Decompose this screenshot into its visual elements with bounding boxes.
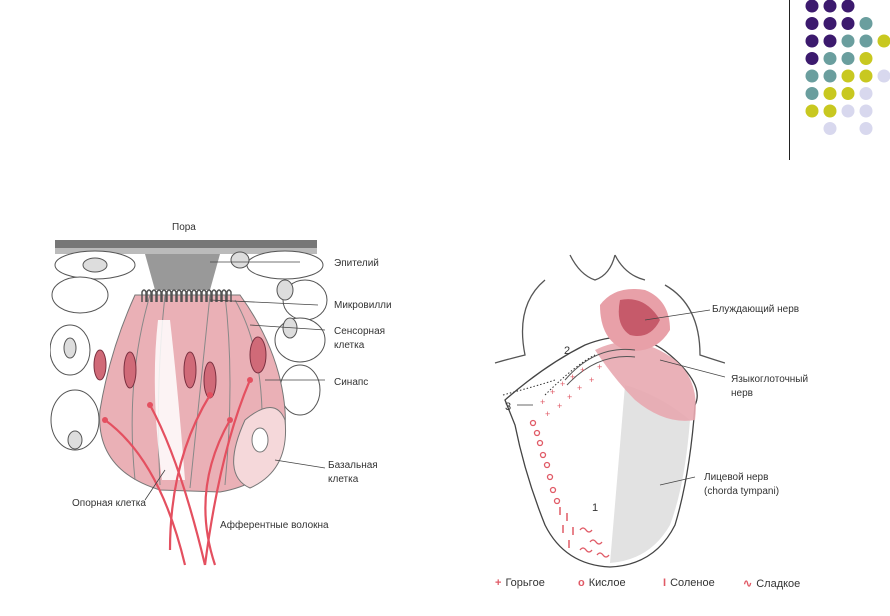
decor-dot: [859, 34, 873, 48]
label-pore: Пора: [172, 222, 196, 233]
vertical-divider-line: [789, 0, 790, 160]
legend-bitter: +Горьᴦое: [495, 577, 545, 589]
label-num-1: 1: [592, 502, 599, 514]
decor-dot: [805, 69, 819, 83]
label-microvilli: Микровилли: [334, 300, 392, 311]
svg-text:+: +: [560, 379, 565, 389]
label-synapse: Синапс: [334, 377, 369, 388]
svg-text:+: +: [577, 383, 582, 393]
label-basal-cell-2: клетка: [328, 474, 359, 485]
taste-bud-illustration: [50, 240, 328, 566]
decor-dot: [823, 34, 837, 48]
label-sensory-cell-2: клетка: [334, 340, 365, 351]
label-facial-2: (chorda tympani): [704, 486, 780, 497]
decor-dot: [823, 69, 837, 83]
sweet-wave-icon: ∿: [743, 578, 753, 590]
decor-dot: [859, 87, 873, 100]
decor-dot: [859, 69, 873, 83]
label-num-3: 3: [505, 401, 512, 413]
salty-bar-icon: I: [663, 577, 667, 589]
label-support-cell: Опорная клетка: [72, 498, 146, 509]
label-afferent-fibers: Афферентные волокна: [220, 520, 329, 531]
decor-dot: [823, 0, 837, 13]
decor-dot: [841, 17, 855, 30]
decor-dot: [805, 87, 819, 100]
svg-text:+: +: [545, 409, 550, 419]
bitter-plus-icon: +: [495, 577, 502, 589]
decor-dot: [823, 104, 837, 118]
decor-dot: [805, 104, 819, 118]
label-num-2: 2: [564, 345, 571, 357]
decor-dot: [823, 122, 837, 135]
svg-text:+: +: [597, 362, 602, 372]
tongue-taste-map: +++ +++ +++ ++: [494, 254, 725, 568]
decor-dot: [805, 52, 819, 65]
svg-text:+: +: [570, 372, 575, 382]
decorative-dot-grid: [805, 0, 890, 135]
svg-text:+: +: [589, 375, 594, 385]
label-epithelium: Эпителий: [334, 258, 379, 269]
decor-dot: [859, 122, 873, 135]
decor-dot: [859, 52, 873, 65]
decor-dot: [841, 34, 855, 48]
label-vagus-nerve: Блуждающий нерв: [712, 304, 800, 315]
decor-dot: [823, 17, 837, 30]
svg-text:+: +: [557, 401, 562, 411]
label-basal-cell-1: Базальная: [328, 460, 378, 471]
decor-dot: [841, 52, 855, 65]
decor-dot: [823, 87, 837, 100]
decor-dot: [805, 17, 819, 30]
svg-text:+: +: [567, 392, 572, 402]
decor-dot: [823, 52, 837, 65]
svg-text:+: +: [550, 387, 555, 397]
label-glossopharyngeal-2: нерв: [731, 388, 753, 399]
sour-circle-icon: o: [578, 577, 585, 589]
label-sensory-cell-1: Сенсорная: [334, 326, 386, 337]
svg-text:+: +: [580, 365, 585, 375]
decor-dot: [859, 104, 873, 118]
decor-dot: [877, 34, 890, 48]
label-glossopharyngeal-1: Языкоглоточный: [731, 374, 809, 385]
decor-dot: [841, 0, 855, 13]
decor-dot: [877, 69, 890, 83]
decor-dot: [805, 34, 819, 48]
decor-dot: [841, 69, 855, 83]
legend-sweet: ∿Сладкое: [743, 578, 801, 590]
decor-dot: [859, 17, 873, 30]
label-facial-1: Лицевой нерв: [704, 472, 769, 483]
decor-dot: [841, 104, 855, 118]
decor-dot: [805, 0, 819, 13]
decor-dot: [841, 87, 855, 100]
svg-text:+: +: [540, 397, 545, 407]
